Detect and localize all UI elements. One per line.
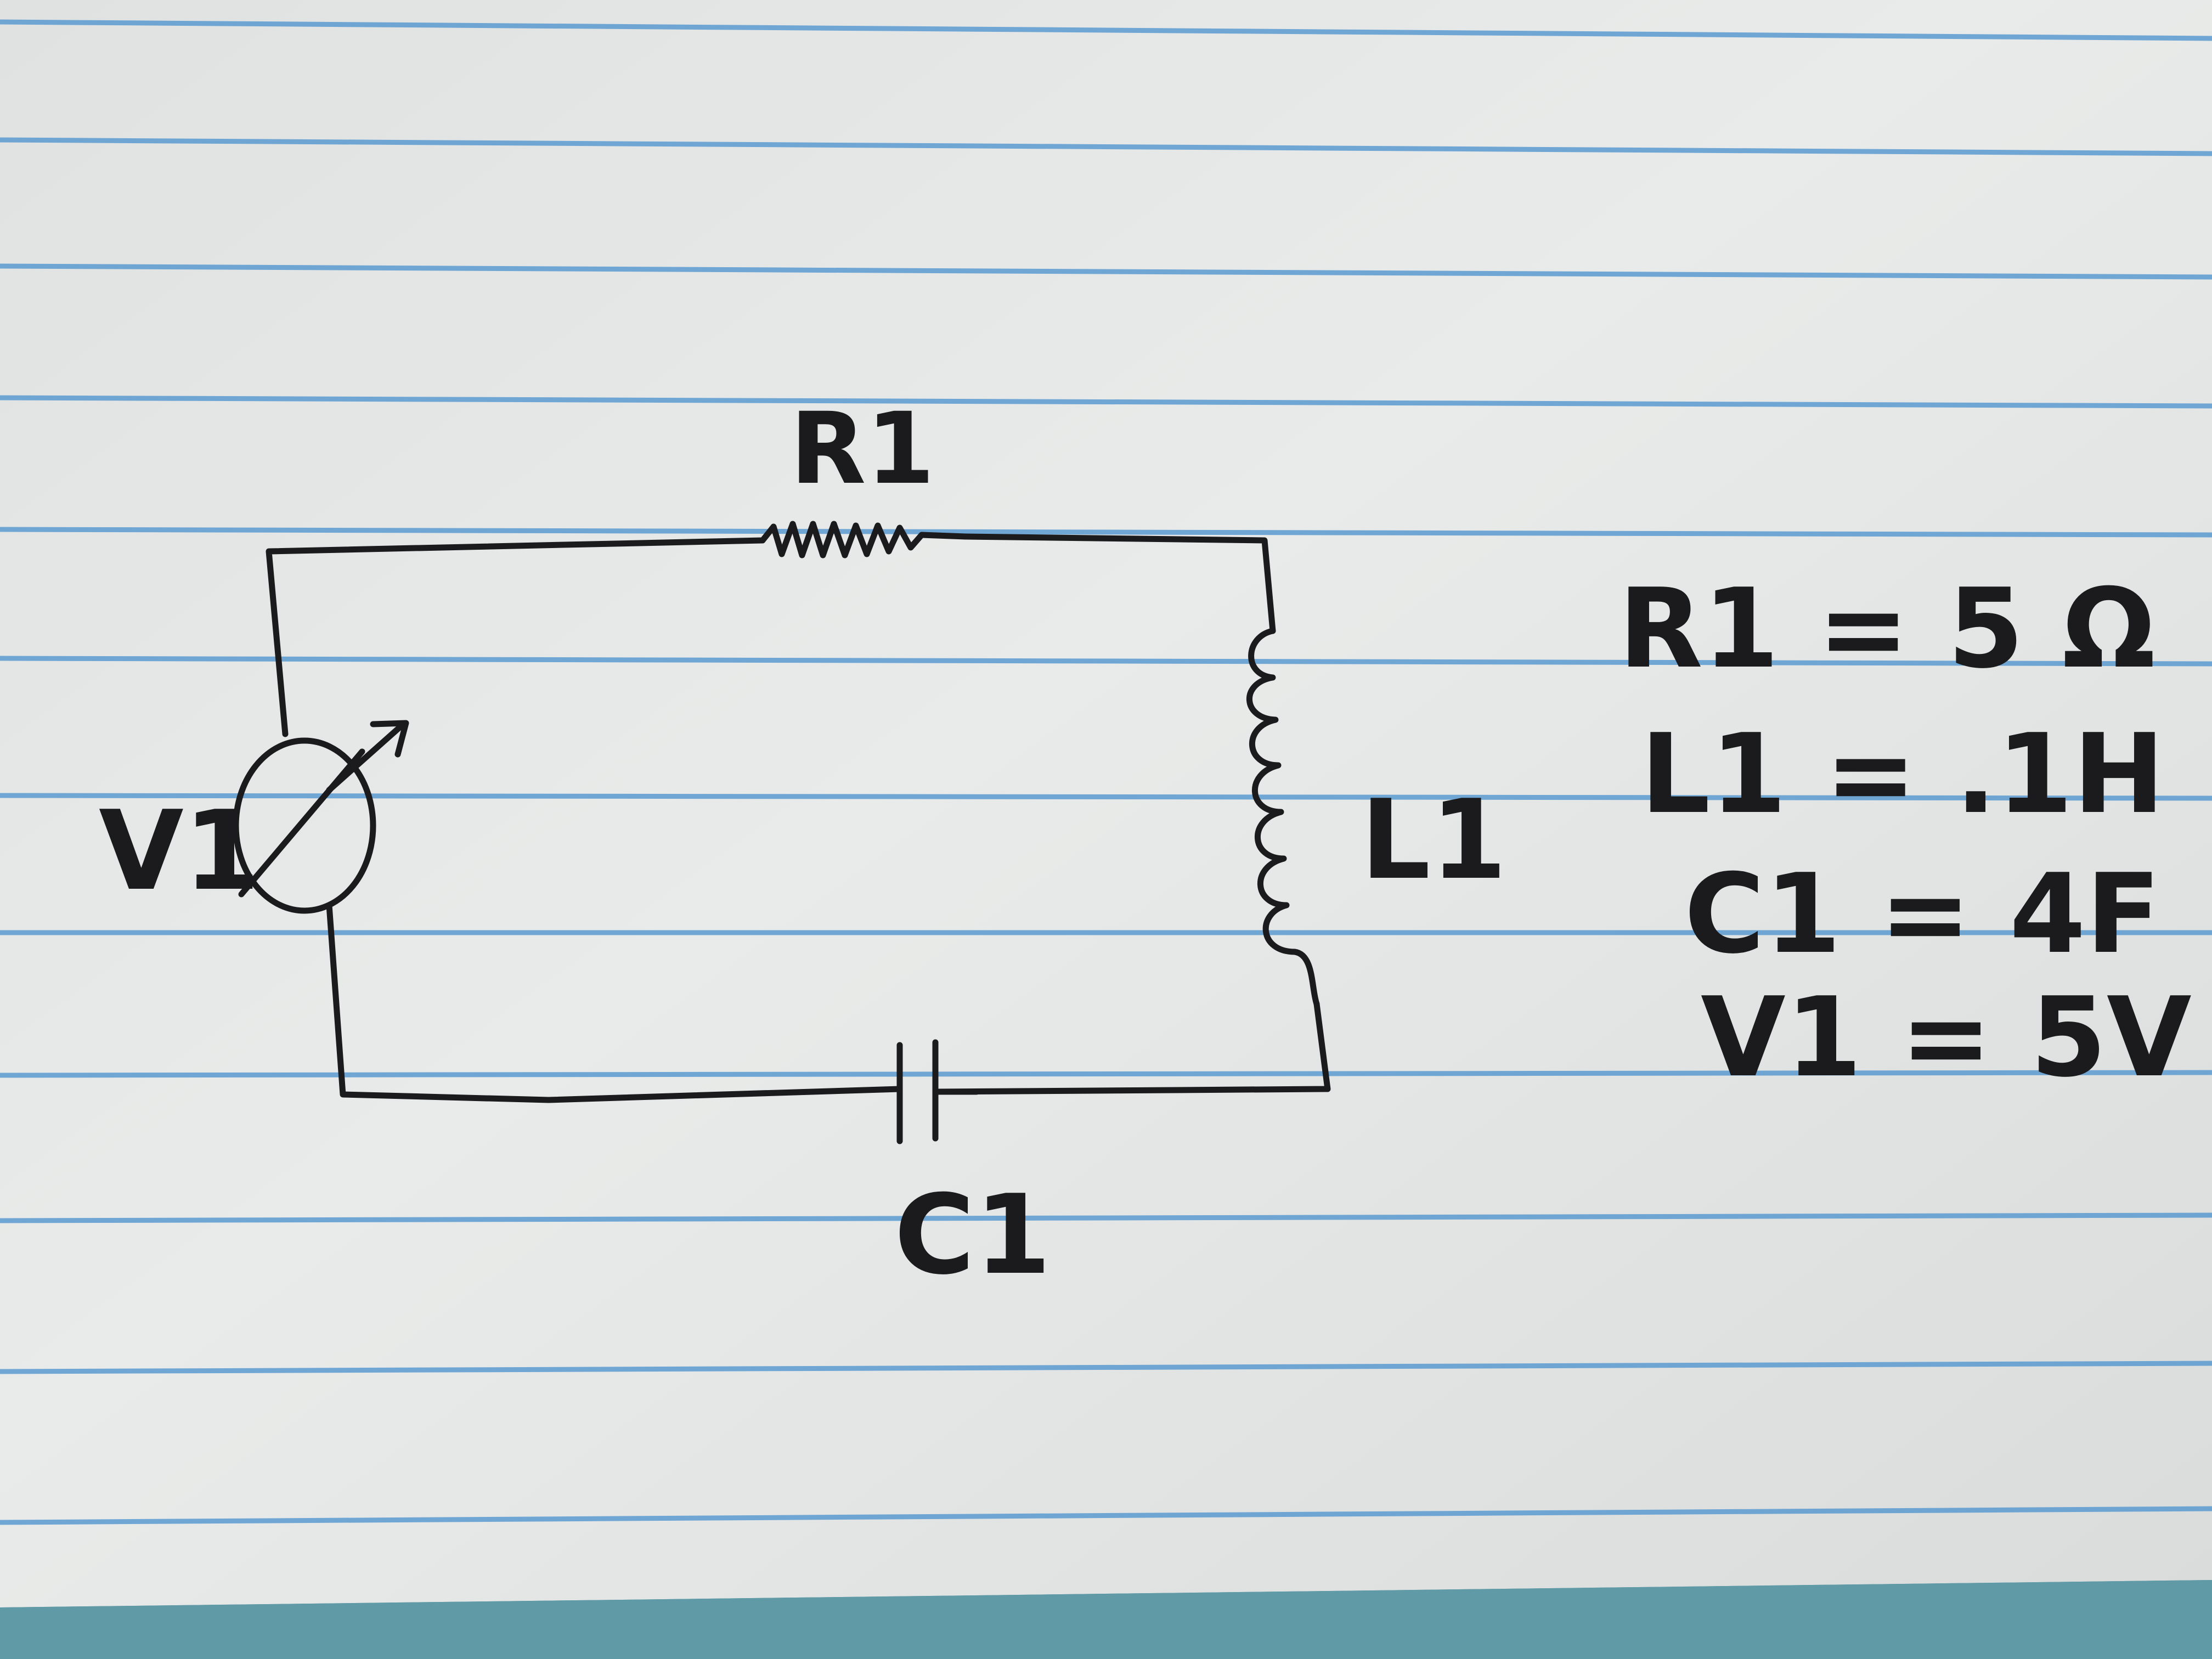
voltage-source-circle xyxy=(233,737,376,914)
resistor-label: R1 xyxy=(790,392,935,506)
wire-top-left xyxy=(266,537,766,737)
component-values: R1 = 5 Ω L1 = .1H C1 = 4F V1 = 5V xyxy=(1618,565,2192,1102)
ruled-lines xyxy=(0,19,2212,1525)
wire-top-right xyxy=(962,533,1276,634)
capacitor-label: C1 xyxy=(894,1171,1051,1299)
value-v1: V1 = 5V xyxy=(1701,974,2192,1102)
value-l1: L1 = .1H xyxy=(1640,710,2165,838)
inductor-label: L1 xyxy=(1361,776,1507,904)
variable-arrow xyxy=(326,720,409,793)
wire-bottom-right xyxy=(935,1001,1331,1095)
resistor-symbol xyxy=(759,521,969,558)
source-label: V1 xyxy=(99,787,260,915)
wire-bottom-left xyxy=(326,902,903,1103)
desk-surface xyxy=(0,1580,2212,1659)
inductor-symbol xyxy=(1246,628,1320,1007)
circuit xyxy=(233,521,1331,1144)
value-c1: C1 = 4F xyxy=(1684,850,2161,978)
value-r1: R1 = 5 Ω xyxy=(1618,565,2155,693)
